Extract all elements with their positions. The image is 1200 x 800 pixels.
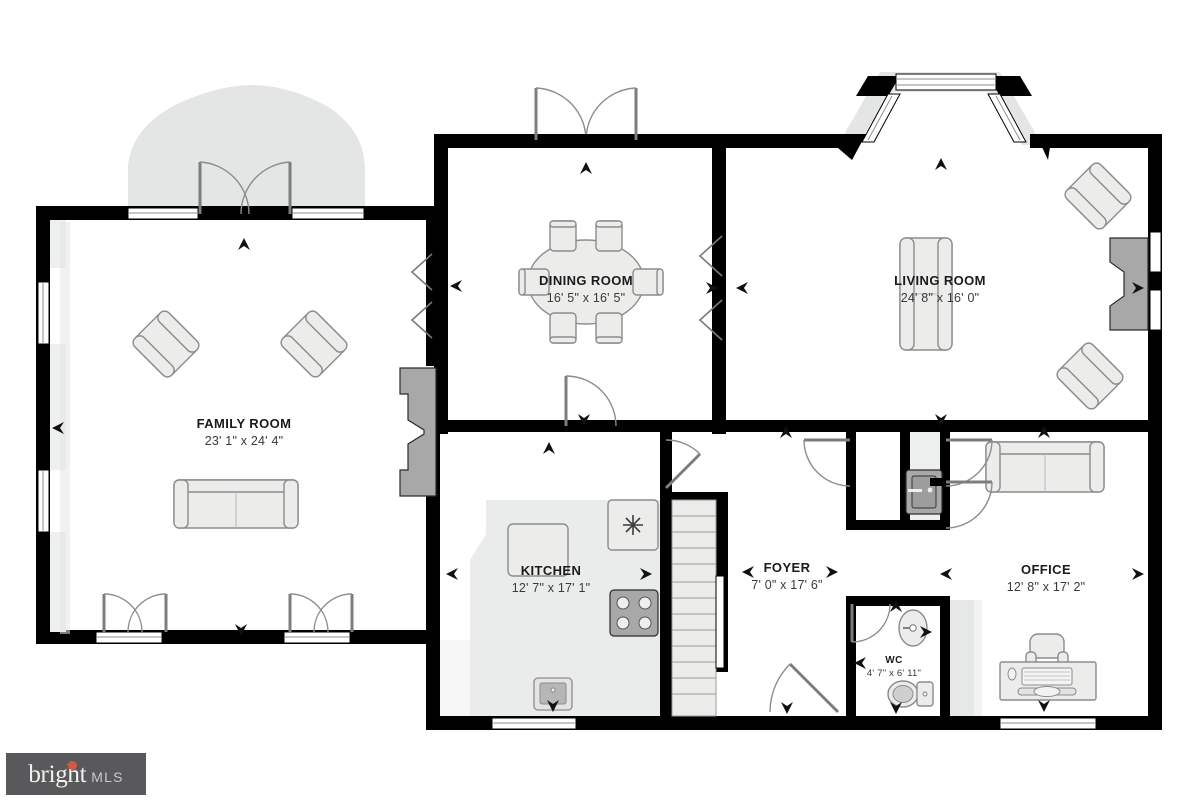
door-closet-right-2 [945,480,993,529]
door-wc [850,603,891,643]
door-patio-right [240,161,292,215]
door-family-south-left2 [127,593,168,633]
foyer-dimensions: 7' 0" x 17' 6" [751,578,822,592]
fireplace-family-room [399,367,437,497]
kitchen-dimensions: 12' 7" x 17' 1" [512,581,591,595]
desk [999,661,1097,701]
wc-dimensions: 4' 7" x 6' 11" [867,668,921,679]
room-label-kitchen: KITCHEN 12' 7" x 17' 1" [512,563,591,595]
office-chair [1025,633,1069,667]
door-kitchen-hall [664,439,702,490]
wc-sink [898,609,928,647]
watermark-brand-text: bright [28,760,87,788]
room-label-wc: WC 4' 7" x 6' 11" [867,655,921,679]
door-closet-right [945,438,993,487]
wc-name: WC [885,655,902,666]
kitchen-name: KITCHEN [521,563,582,578]
door-dining-kitchen [564,375,617,427]
family-room-dimensions: 23' 1" x 24' 4" [205,434,284,448]
interior-walls [434,420,1162,716]
office-furniture [999,633,1097,701]
dining-room-dimensions: 16' 5" x 16' 5" [547,291,626,305]
dining-room-name: DINING ROOM [539,273,633,288]
foyer-name: FOYER [764,560,811,575]
room-label-office: OFFICE 12' 8" x 17' 2" [1007,562,1086,594]
door-family-south-right2 [313,593,354,633]
sofa-office-lounge [985,441,1105,493]
family-room-furniture [129,307,351,529]
door-dining-left [534,87,587,141]
sofa-living-room [899,237,953,351]
kitchen-sink [533,677,573,711]
utility-closet [905,432,943,520]
dining-room-furniture [518,220,664,344]
room-label-family-room: FAMILY ROOM 23' 1" x 24' 4" [197,416,292,448]
windows [37,207,1162,730]
office-dimensions: 12' 8" x 17' 2" [1007,580,1086,594]
doors [102,87,993,714]
door-closet-left [803,438,851,487]
door-dining-right [585,87,638,141]
watermark-suffix-text: MLS [91,768,124,785]
door-patio-left [198,161,250,215]
toilet [887,680,934,708]
fireplace-living-room [1109,237,1149,331]
staircase [671,499,725,717]
range-stove [609,589,659,637]
door-family-south-right [288,593,329,633]
living-room-dimensions: 24' 8" x 16' 0" [901,291,980,305]
cased-openings [410,235,723,341]
patio-terrace [128,85,365,216]
office-name: OFFICE [1021,562,1071,577]
sofa-family-room [173,479,299,529]
door-family-south-left [102,593,143,633]
bright-mls-watermark: bright MLS [6,753,146,795]
wc-fixtures [887,609,934,708]
kitchen-fittings [470,499,660,716]
dimension-arrows [52,158,1144,714]
room-label-living-room: LIVING ROOM 24' 8" x 16' 0" [894,273,986,305]
door-front-entry [769,662,840,714]
living-room-name: LIVING ROOM [894,273,986,288]
room-label-foyer: FOYER 7' 0" x 17' 6" [751,560,822,592]
room-label-dining-room: DINING ROOM 16' 5" x 16' 5" [539,273,633,305]
family-room-name: FAMILY ROOM [197,416,292,431]
bay-window-glazing [861,73,1027,143]
room-labels: FAMILY ROOM 23' 1" x 24' 4" DINING ROOM … [197,273,1086,679]
refrigerator [607,499,659,551]
